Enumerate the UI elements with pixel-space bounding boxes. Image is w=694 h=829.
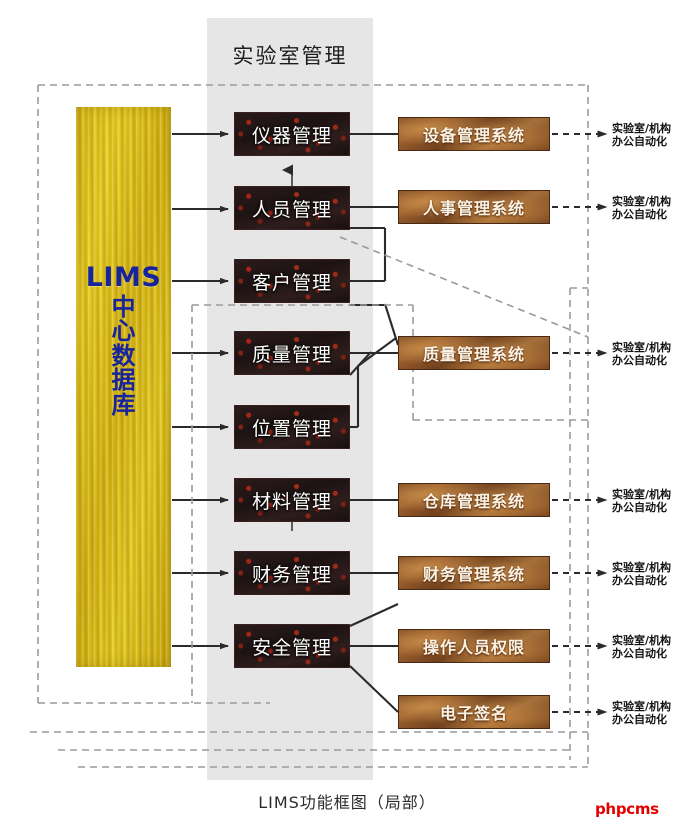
destination-line-2: 办公自动化 [612,574,667,588]
module-box-material[interactable]: 材料管理 [234,478,350,522]
module-box-location[interactable]: 位置管理 [234,405,350,449]
destination-label: 实验室/机构 办公自动化 [612,561,694,588]
system-box-electronic-signature[interactable]: 电子签名 [398,695,550,729]
destination-line-2: 办公自动化 [612,135,667,149]
lims-central-database-block [76,107,171,667]
destination-line-1: 实验室/机构 [612,561,672,574]
system-box-equipment-management[interactable]: 设备管理系统 [398,117,550,151]
destination-label: 实验室/机构 办公自动化 [612,341,694,368]
destination-line-2: 办公自动化 [612,647,667,661]
destination-line-1: 实验室/机构 [612,195,672,208]
destination-label: 实验室/机构 办公自动化 [612,195,694,222]
figure-caption: LIMS功能框图（局部） [258,793,436,812]
module-box-quality[interactable]: 质量管理 [234,331,350,375]
destination-label: 实验室/机构 办公自动化 [612,122,694,149]
system-box-finance-management[interactable]: 财务管理系统 [398,556,550,590]
destination-line-2: 办公自动化 [612,208,667,222]
module-box-customer[interactable]: 客户管理 [234,259,350,303]
destination-label: 实验室/机构 办公自动化 [612,700,694,727]
system-box-quality-management[interactable]: 质量管理系统 [398,336,550,370]
system-box-warehouse-management[interactable]: 仓库管理系统 [398,483,550,517]
module-box-security[interactable]: 安全管理 [234,624,350,668]
module-box-personnel[interactable]: 人员管理 [234,186,350,230]
module-box-instrument[interactable]: 仪器管理 [234,112,350,156]
panel-title: 实验室管理 [232,44,348,68]
destination-line-1: 实验室/机构 [612,700,672,713]
destination-line-1: 实验室/机构 [612,122,672,135]
destination-line-1: 实验室/机构 [612,634,672,647]
destination-line-2: 办公自动化 [612,354,667,368]
system-box-hr-management[interactable]: 人事管理系统 [398,190,550,224]
watermark: phpcms [595,800,659,818]
destination-line-1: 实验室/机构 [612,488,672,501]
destination-label: 实验室/机构 办公自动化 [612,634,694,661]
destination-line-2: 办公自动化 [612,713,667,727]
destination-line-2: 办公自动化 [612,501,667,515]
system-box-operator-permissions[interactable]: 操作人员权限 [398,629,550,663]
module-box-finance[interactable]: 财务管理 [234,551,350,595]
destination-label: 实验室/机构 办公自动化 [612,488,694,515]
destination-line-1: 实验室/机构 [612,341,672,354]
